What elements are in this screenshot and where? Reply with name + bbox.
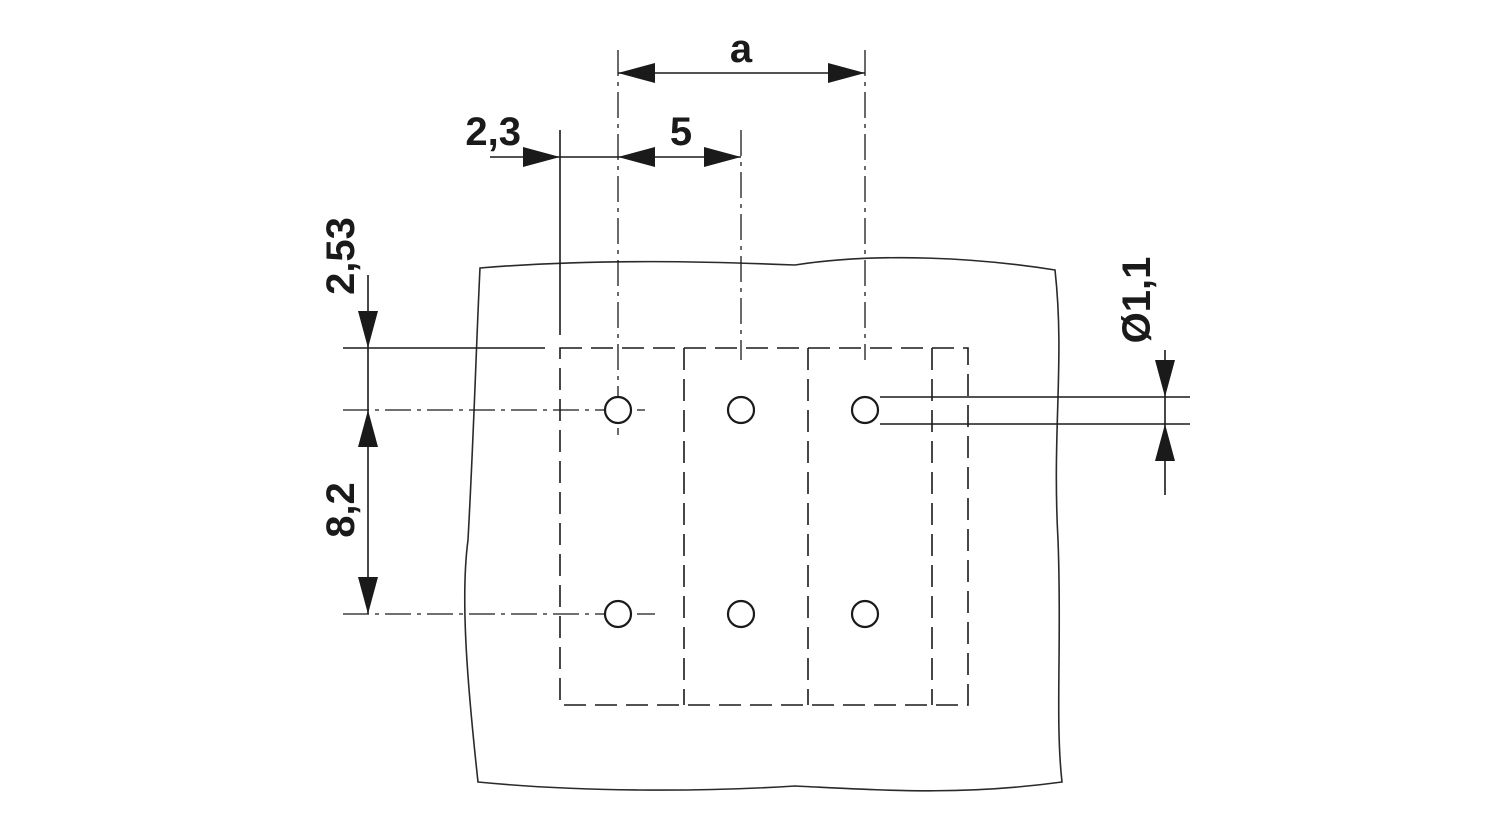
hole-r2-c1 [603,599,633,629]
dimension-edge-and-pitch: 2,3 5 [465,110,741,167]
dimension-a-arrow-right [828,63,865,83]
dimension-pitch-arrow-left [618,147,655,167]
dimension-a: a [618,27,865,83]
hole-pattern [603,395,880,629]
dimension-hole-arrow-top [1155,360,1175,397]
hole-r1-c2 [726,395,756,425]
dimension-row-arrow-bottom [358,577,378,614]
dimension-top-label: 2,53 [319,217,363,295]
housing-outer-rect [559,347,969,706]
dimension-hole-label: Ø1,1 [1115,257,1159,344]
dimension-row-label: 8,2 [319,482,363,538]
dimension-vertical: 2,53 8,2 [319,217,378,614]
hole-r2-c2 [726,599,756,629]
hole-r1-c1 [603,395,633,425]
housing-footprint [559,347,969,706]
hole-r1-c3 [850,395,880,425]
dimension-hole-diameter: Ø1,1 [1115,257,1175,495]
dimension-a-label: a [730,27,753,71]
dimension-pitch-label: 5 [670,110,692,154]
dimension-edge-arrow-outer [523,147,560,167]
hole-r2-c3 [850,599,880,629]
dimension-edge-label: 2,3 [465,110,521,154]
dimension-hole-arrow-bottom [1155,424,1175,461]
dimension-a-arrow-left [618,63,655,83]
horizontal-reference-lines [343,347,1190,615]
vertical-reference-lines [559,50,866,435]
board-outline [463,256,1063,792]
dimension-row-arrow-top [358,410,378,447]
dimension-pitch-arrow-right [704,147,741,167]
dimension-top-arrow [358,311,378,348]
